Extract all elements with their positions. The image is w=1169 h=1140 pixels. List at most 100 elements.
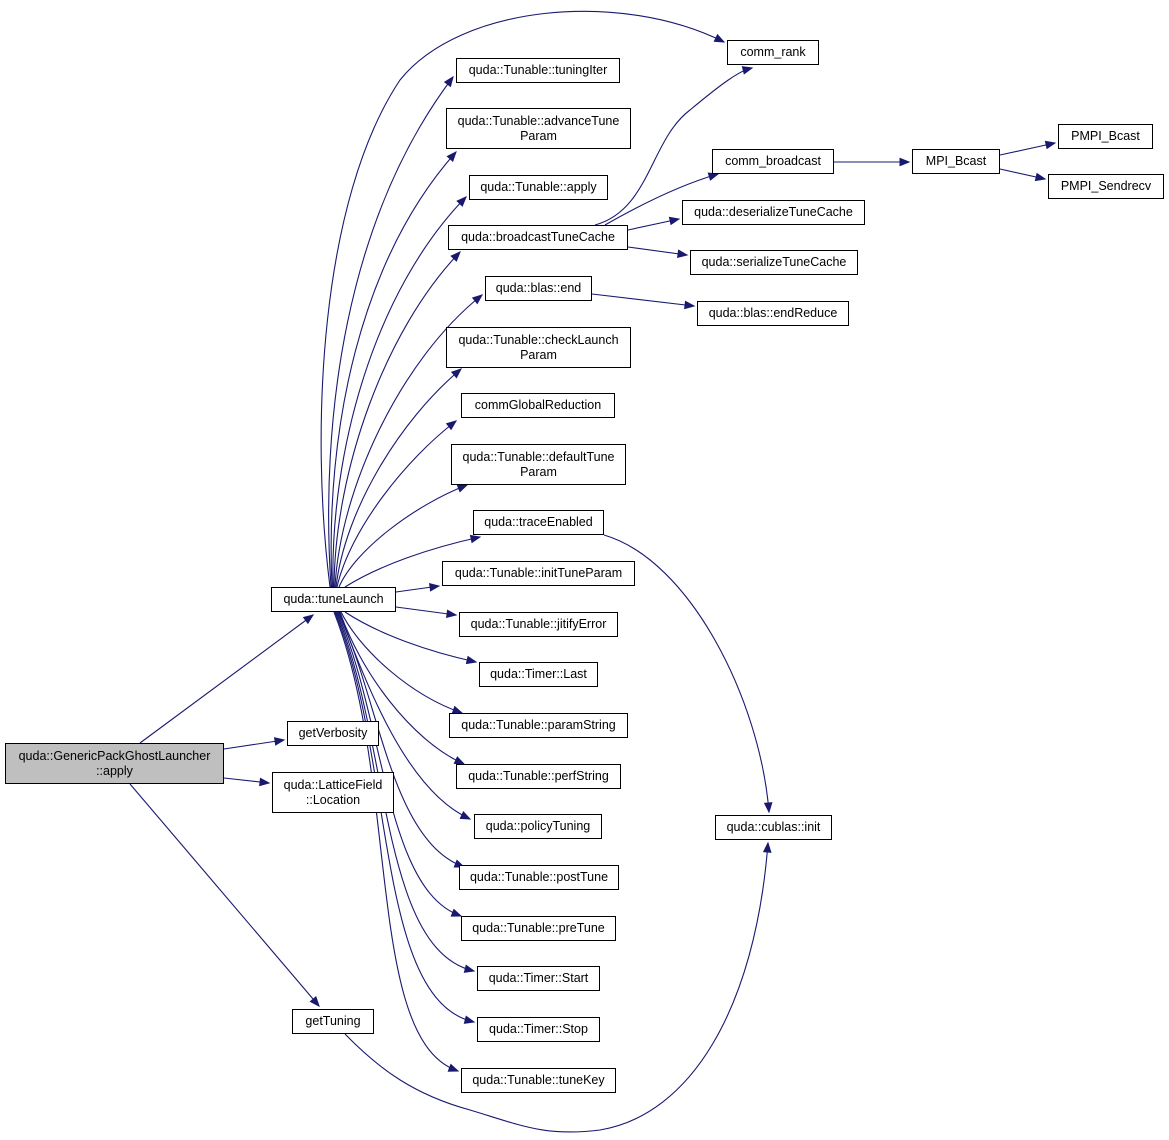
edge-arrowhead	[763, 802, 773, 814]
edge-tune-launch-to-advance-tune-param	[330, 150, 457, 588]
node-root-apply: quda::GenericPackGhostLauncher::apply	[5, 743, 224, 784]
edge-line	[335, 611, 475, 972]
node-broadcast-tune-cache[interactable]: quda::broadcastTuneCache	[448, 225, 628, 250]
node-init-tune-param[interactable]: quda::Tunable::initTuneParam	[442, 561, 635, 586]
edge-arrowhead	[668, 216, 681, 226]
edge-tune-launch-to-broadcast-tune-cache	[333, 251, 461, 588]
edge-arrowhead	[443, 75, 454, 88]
edge-root-apply-to-get-verbosity	[223, 737, 286, 750]
node-timer-start[interactable]: quda::Timer::Start	[477, 966, 600, 991]
edge-arrowhead	[1044, 140, 1057, 150]
edge-arrowhead	[707, 172, 720, 181]
node-param-string[interactable]: quda::Tunable::paramString	[449, 713, 628, 738]
edge-arrowhead	[684, 300, 696, 310]
node-tunable-apply[interactable]: quda::Tunable::apply	[469, 175, 608, 200]
edge-arrowhead	[713, 33, 726, 43]
node-deserialize-tune-cache[interactable]: quda::deserializeTuneCache	[682, 200, 865, 225]
node-trace-enabled[interactable]: quda::traceEnabled	[473, 510, 604, 535]
edge-line	[604, 173, 719, 226]
edge-line	[603, 534, 770, 813]
edge-tune-launch-to-perf-string	[339, 611, 466, 765]
edge-arrowhead	[302, 614, 315, 625]
edge-tune-launch-to-timer-start	[335, 611, 476, 973]
edge-blas-end-to-blas-end-reduce	[591, 293, 696, 310]
node-pre-tune[interactable]: quda::Tunable::preTune	[461, 916, 616, 941]
edge-line	[340, 611, 463, 714]
edge-tune-launch-to-tuning-iter	[328, 75, 454, 588]
edge-arrowhead	[762, 841, 772, 853]
edge-line	[627, 246, 688, 256]
edge-arrowhead	[450, 251, 461, 262]
edge-tune-launch-to-trace-enabled	[344, 534, 482, 588]
edge-arrowhead	[446, 609, 458, 619]
edge-comm-broadcast-to-mpi-bcast	[834, 157, 911, 167]
node-perf-string[interactable]: quda::Tunable::perfString	[456, 764, 621, 789]
node-mpi-bcast[interactable]: MPI_Bcast	[912, 149, 1000, 174]
edge-line	[333, 611, 459, 1072]
edge-line	[337, 611, 465, 868]
node-get-verbosity[interactable]: getVerbosity	[287, 721, 379, 746]
edge-arrowhead	[1034, 172, 1047, 182]
node-blas-end-reduce[interactable]: quda::blas::endReduce	[697, 301, 849, 326]
edge-arrowhead	[677, 249, 689, 259]
edge-arrowhead	[445, 420, 458, 431]
edge-line	[339, 611, 465, 765]
edge-arrowhead	[463, 964, 476, 973]
edge-line	[344, 536, 481, 588]
edge-line	[344, 842, 769, 1133]
node-timer-last[interactable]: quda::Timer::Last	[479, 662, 598, 687]
node-comm-global-reduction[interactable]: commGlobalReduction	[461, 393, 615, 418]
edge-arrowhead	[446, 150, 457, 162]
edge-arrowhead	[463, 1015, 476, 1024]
edge-tune-launch-to-timer-last	[344, 611, 478, 665]
edge-line	[328, 76, 454, 588]
edge-get-tuning-to-cublas-init	[344, 841, 772, 1133]
edge-broadcast-tune-cache-to-deserialize-tune-cache	[627, 216, 681, 231]
node-tuning-iter[interactable]: quda::Tunable::tuningIter	[456, 58, 620, 83]
node-jitify-error[interactable]: quda::Tunable::jitifyError	[459, 612, 618, 637]
node-post-tune[interactable]: quda::Tunable::postTune	[459, 865, 619, 890]
edge-arrowhead	[456, 196, 467, 207]
node-serialize-tune-cache[interactable]: quda::serializeTuneCache	[690, 250, 858, 275]
edge-line	[344, 611, 477, 663]
node-comm-broadcast[interactable]: comm_broadcast	[712, 149, 834, 174]
node-blas-end[interactable]: quda::blas::end	[485, 276, 592, 301]
edge-root-apply-to-get-tuning	[129, 783, 320, 1008]
node-tune-key[interactable]: quda::Tunable::tuneKey	[461, 1068, 616, 1093]
edge-line	[334, 294, 483, 588]
edge-tune-launch-to-comm-rank	[320, 10, 726, 588]
edge-line	[336, 420, 457, 588]
edge-arrowhead	[447, 1063, 460, 1072]
node-tune-launch[interactable]: quda::tuneLaunch	[271, 587, 396, 612]
edge-tune-launch-to-comm-global-reduction	[336, 420, 458, 588]
edge-mpi-bcast-to-pmpi-sendrecv	[999, 168, 1047, 182]
node-policy-tuning[interactable]: quda::policyTuning	[474, 814, 602, 839]
edge-arrowhead	[453, 756, 466, 765]
node-get-tuning[interactable]: getTuning	[292, 1009, 374, 1034]
node-pmpi-sendrecv[interactable]: PMPI_Sendrecv	[1048, 174, 1164, 199]
edge-line	[223, 739, 285, 750]
node-lattice-field-location[interactable]: quda::LatticeField::Location	[272, 772, 394, 813]
edge-line	[330, 151, 457, 588]
edge-arrowhead	[899, 157, 911, 167]
edge-line	[129, 783, 320, 1007]
node-pmpi-bcast[interactable]: PMPI_Bcast	[1058, 124, 1153, 149]
edge-tune-launch-to-tune-key	[333, 611, 460, 1072]
edge-root-apply-to-tune-launch	[139, 614, 315, 744]
edge-arrowhead	[450, 908, 463, 917]
edge-arrowhead	[459, 811, 472, 820]
edge-line	[395, 606, 457, 616]
edge-tune-launch-to-jitify-error	[395, 606, 458, 619]
node-comm-rank[interactable]: comm_rank	[727, 40, 819, 65]
edge-arrowhead	[309, 995, 320, 1008]
edge-tune-launch-to-check-launch-param	[335, 368, 463, 588]
edge-arrowhead	[428, 583, 441, 592]
node-timer-stop[interactable]: quda::Timer::Stop	[477, 1017, 600, 1042]
edge-tune-launch-to-blas-end	[334, 294, 484, 588]
node-cublas-init[interactable]: quda::cublas::init	[715, 815, 832, 840]
edge-line	[334, 611, 475, 1023]
